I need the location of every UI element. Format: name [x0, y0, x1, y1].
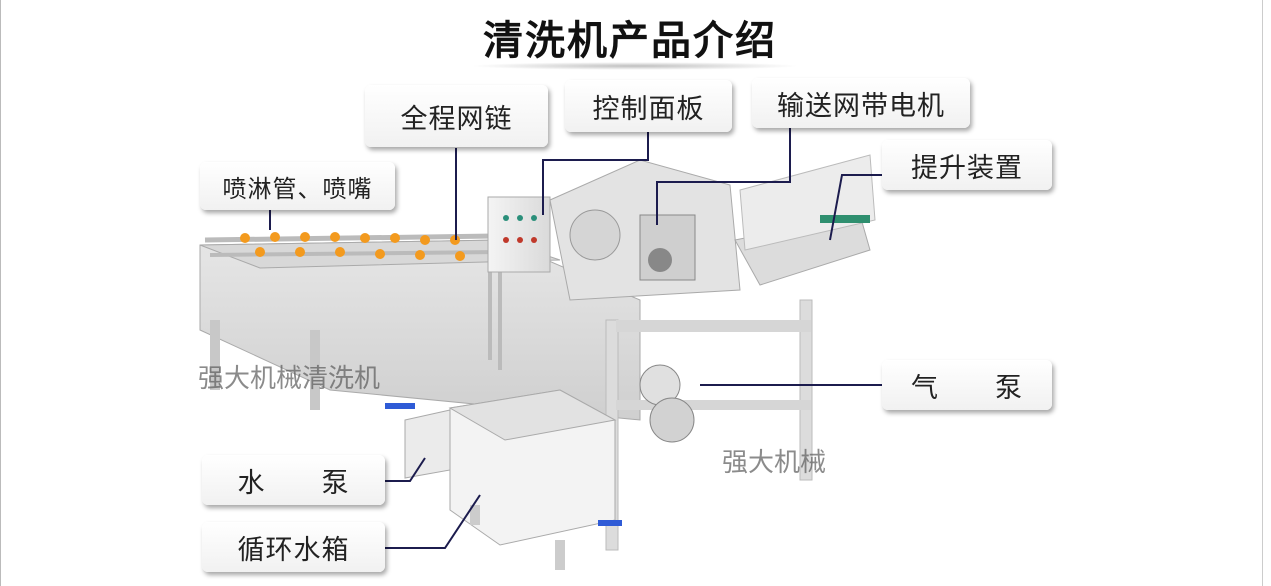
leader-lines: [269, 128, 882, 549]
nozzles: [240, 232, 465, 261]
page-title: 清洗机产品介绍: [483, 18, 777, 64]
watermark-secondary: 强大机械: [722, 448, 827, 478]
watermark-main: 强大机械清洗机: [198, 364, 381, 394]
leg: [210, 320, 220, 390]
label-circulating-tank: 循环水箱: [202, 522, 385, 572]
label-full-mesh-chain: 全程网链: [365, 85, 548, 147]
gearbox: [639, 214, 696, 281]
leg: [799, 299, 813, 481]
label-lifting-device: 提升装置: [882, 140, 1052, 190]
motor: [569, 209, 621, 261]
spray-pipe: [204, 233, 496, 243]
label-control-panel: 控制面板: [565, 80, 732, 132]
title-shadow: [470, 62, 800, 70]
water-pump: [404, 409, 451, 479]
leg: [310, 330, 320, 410]
left-border: [0, 0, 1, 586]
label-spray-pipe-nozzle: 喷淋管、喷嘴: [200, 162, 395, 210]
label-conveyor-motor: 输送网带电机: [752, 78, 970, 128]
right-border: [1262, 0, 1263, 586]
control-box: [487, 196, 551, 273]
label-air-pump: 气 泵: [882, 360, 1052, 410]
label-water-pump: 水 泵: [202, 455, 385, 505]
frame: [616, 320, 811, 332]
